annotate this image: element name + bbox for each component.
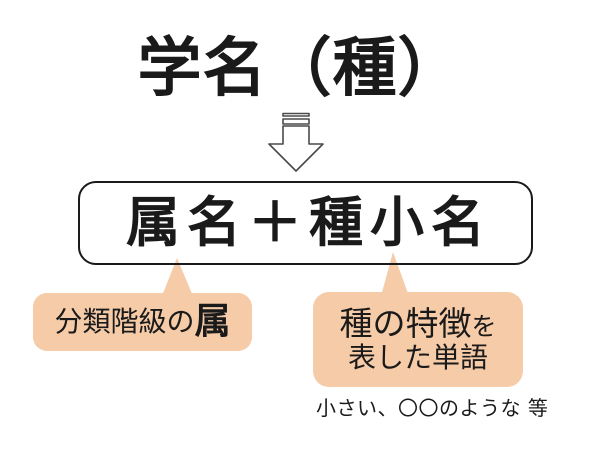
callout-right-line1: 種の特徴を [339, 307, 496, 340]
callout-right-line1-main: 種の特徴 [339, 304, 472, 343]
callout-left-emphasis: 属 [194, 301, 231, 342]
formula-box: 属名＋種小名 [78, 181, 533, 265]
callout-left-pointer [162, 258, 193, 296]
page-title: 学名（種） [137, 32, 463, 106]
callout-right: 種の特徴を 表した単語 [313, 292, 523, 387]
callout-left-prefix: 分類階級の [54, 305, 195, 338]
callout-right-line1-particle: を [471, 312, 497, 341]
callout-left: 分類階級の属 [33, 293, 252, 351]
callout-right-line2: 表した単語 [347, 341, 488, 374]
callout-right-pointer [381, 252, 409, 296]
formula-text: 属名＋種小名 [126, 191, 492, 254]
callout-left-text: 分類階級の属 [54, 304, 230, 340]
striped-down-arrow-icon [268, 112, 324, 172]
footnote-text: 小さい、〇〇のような 等 [316, 396, 549, 420]
